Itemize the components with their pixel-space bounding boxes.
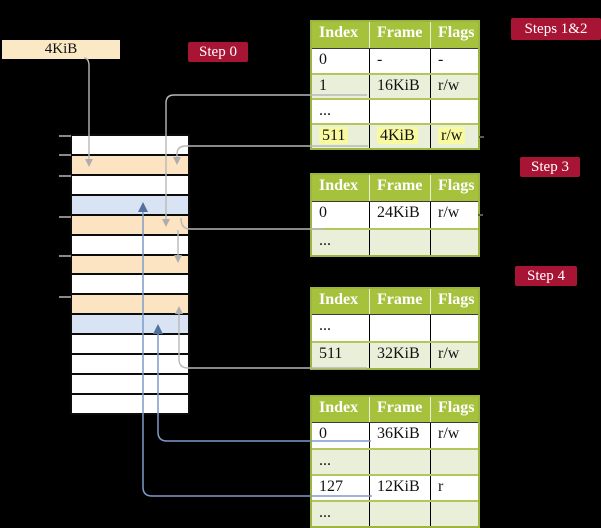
table-cell [369, 450, 430, 474]
table-row: ... [312, 500, 478, 526]
table-cell: 127 [319, 478, 343, 495]
table-row: 0 -- [312, 48, 478, 73]
table-row: ... [312, 448, 478, 474]
table-cell [430, 100, 478, 123]
table-cell [430, 450, 478, 474]
column-header-flags: Flags [430, 22, 478, 48]
table-cell: ... [319, 102, 331, 119]
table-cell [369, 315, 430, 341]
table-cell [369, 230, 430, 255]
table-cell [430, 230, 478, 255]
table-cell: 1 [319, 77, 327, 94]
table-cell: ... [319, 452, 331, 469]
table-cell: ... [319, 504, 331, 521]
table-cell: 12KiB [369, 476, 430, 500]
table-cell: r/w [430, 202, 478, 228]
column-header-index: Index [319, 291, 359, 308]
highlighted-value: 511 [319, 127, 349, 144]
table-cell: r [430, 476, 478, 500]
memory-row-12-white [72, 353, 188, 374]
memory-row-9-peach [72, 293, 188, 314]
page-table-base-box: 4KiB [2, 40, 120, 59]
column-header-frame: Frame [369, 22, 430, 48]
column-header-index: Index [319, 177, 359, 194]
step-4-badge: Step 4 [515, 266, 577, 286]
link-16kib-row-to-table2 [180, 217, 324, 230]
memory-row-3-white [72, 173, 188, 194]
physical-memory-column [70, 134, 190, 415]
table-cell: 4KiB [369, 125, 430, 148]
table-cell: 511 [312, 125, 369, 148]
column-header-index: Index [319, 24, 359, 41]
table-row: ... [312, 314, 478, 341]
step-3-badge: Step 3 [520, 157, 580, 177]
memory-row-2-peach [72, 153, 188, 174]
memory-row-1-white [72, 136, 188, 154]
column-header-flags: Flags [430, 175, 478, 201]
memory-tick [59, 255, 71, 257]
column-header-frame: Frame [369, 397, 430, 422]
table-cell: 16KiB [369, 75, 430, 98]
column-header-index: Index [319, 399, 359, 416]
table-cell: 32KiB [369, 343, 430, 368]
memory-row-11-white [72, 333, 188, 354]
table-cell: r/w [430, 75, 478, 98]
memory-row-10-blue [72, 313, 188, 334]
table-row: ... [312, 228, 478, 255]
memory-row-13-white [72, 373, 188, 393]
memory-row-14-white [72, 392, 188, 413]
table-cell: 511 [319, 345, 343, 362]
table-cell [369, 502, 430, 526]
memory-row-5-peach [72, 213, 188, 234]
memory-tick [59, 135, 71, 137]
table-cell: r/w [430, 125, 478, 148]
table-cell [430, 315, 478, 341]
column-header-frame: Frame [369, 175, 430, 201]
column-header-flags: Flags [430, 289, 478, 314]
table-cell: 0 [319, 51, 327, 68]
memory-tick [59, 154, 71, 156]
table-cell [369, 100, 430, 123]
table-cell: - [430, 49, 478, 73]
steps-1-2-badge: Steps 1&2 [511, 18, 601, 40]
table-cell: 24KiB [369, 202, 430, 228]
highlighted-value: 4KiB [377, 127, 418, 144]
table-cell [430, 502, 478, 526]
table-cell: 0 [319, 425, 327, 442]
memory-row-6-white [72, 233, 188, 254]
column-header-frame: Frame [369, 289, 430, 314]
table-cell: 36KiB [369, 423, 430, 448]
table-row: 511 4KiB r/w [312, 123, 478, 148]
memory-row-7-peach [72, 253, 188, 274]
table-cell: 0 [319, 204, 327, 221]
memory-tick [59, 296, 71, 298]
memory-tick [59, 216, 71, 218]
table-row: ... [312, 98, 478, 123]
table-cell: ... [319, 317, 331, 334]
step-0-badge: Step 0 [188, 42, 248, 62]
table-cell: - [369, 49, 430, 73]
highlighted-value: r/w [438, 127, 466, 144]
table-cell: r/w [430, 423, 478, 448]
memory-row-4-blue [72, 193, 188, 214]
table-cell: r/w [430, 343, 478, 368]
table-cell: ... [319, 232, 331, 249]
memory-tick [59, 175, 71, 177]
column-header-flags: Flags [430, 397, 478, 422]
memory-row-8-white [72, 273, 188, 294]
